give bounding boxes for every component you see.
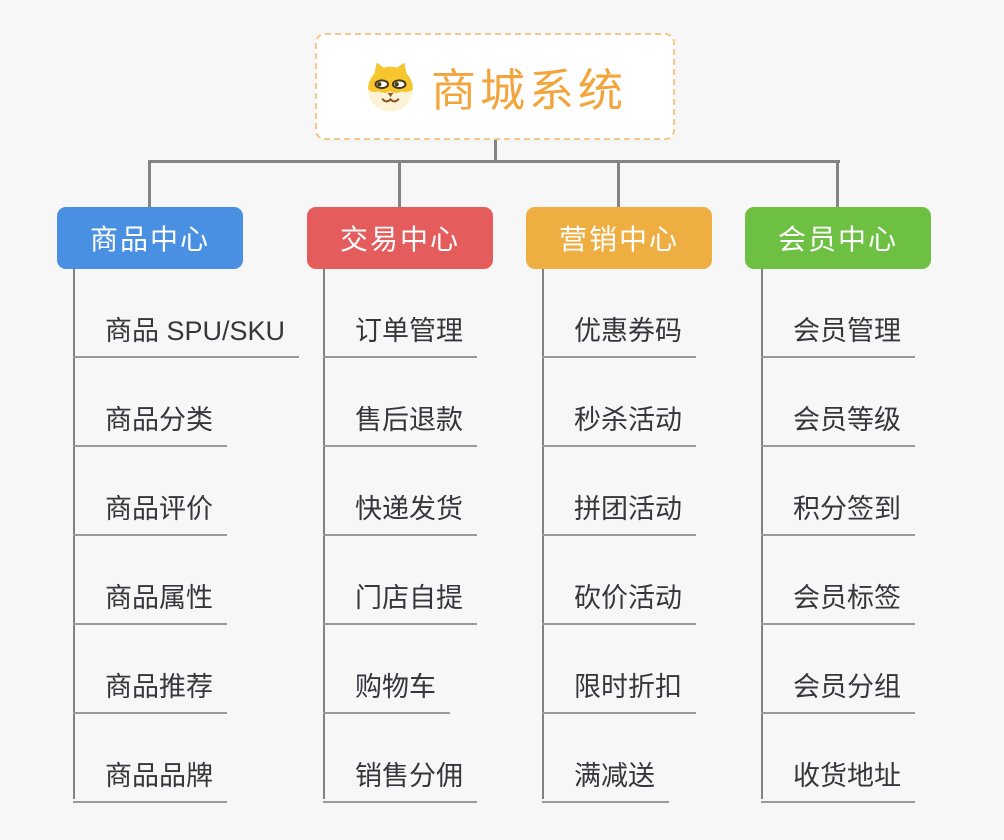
- leaf-topic[interactable]: 限时折扣: [542, 672, 696, 714]
- leaf-topic[interactable]: 售后退款: [323, 405, 477, 447]
- dog-face-icon: [368, 62, 413, 112]
- branch-children-marketing-center: 优惠券码 秒杀活动 拼团活动 砍价活动 限时折扣 满减送: [542, 269, 696, 803]
- root-stem-connector: [494, 140, 497, 161]
- leaf-topic[interactable]: 砍价活动: [542, 583, 696, 625]
- branch-label: 营销中心: [558, 224, 679, 255]
- leaf-topic[interactable]: 商品属性: [73, 583, 227, 625]
- root-node[interactable]: 商城系统: [315, 33, 675, 140]
- leaf-topic[interactable]: 会员等级: [761, 405, 915, 447]
- branch-connector: [836, 160, 839, 208]
- leaf-topic[interactable]: 满减送: [542, 761, 669, 803]
- leaf-topic[interactable]: 订单管理: [323, 316, 477, 358]
- branch-connector: [148, 160, 151, 208]
- leaf-topic[interactable]: 门店自提: [323, 583, 477, 625]
- leaf-topic[interactable]: 会员分组: [761, 672, 915, 714]
- branch-children-trade-center: 订单管理 售后退款 快递发货 门店自提 购物车 销售分佣: [323, 269, 477, 803]
- leaf-topic[interactable]: 商品品牌: [73, 761, 227, 803]
- branch-children-member-center: 会员管理 会员等级 积分签到 会员标签 会员分组 收货地址: [761, 269, 915, 803]
- leaf-topic[interactable]: 拼团活动: [542, 494, 696, 536]
- leaf-topic[interactable]: 商品评价: [73, 494, 227, 536]
- branch-label: 交易中心: [339, 224, 460, 255]
- leaf-topic[interactable]: 会员标签: [761, 583, 915, 625]
- leaf-topic[interactable]: 商品分类: [73, 405, 227, 447]
- horizontal-connector: [149, 160, 840, 163]
- leaf-topic[interactable]: 积分签到: [761, 494, 915, 536]
- leaf-topic[interactable]: 商品推荐: [73, 672, 227, 714]
- branch-label: 商品中心: [89, 224, 210, 255]
- leaf-topic[interactable]: 购物车: [323, 672, 450, 714]
- leaf-topic[interactable]: 快递发货: [323, 494, 477, 536]
- branch-node-product-center[interactable]: 商品中心: [57, 207, 243, 269]
- branch-label: 会员中心: [777, 224, 898, 255]
- branch-node-member-center[interactable]: 会员中心: [745, 207, 931, 269]
- leaf-topic[interactable]: 商品 SPU/SKU: [73, 316, 300, 358]
- leaf-topic[interactable]: 会员管理: [761, 316, 915, 358]
- leaf-topic[interactable]: 收货地址: [761, 761, 915, 803]
- branch-node-trade-center[interactable]: 交易中心: [307, 207, 493, 269]
- branch-connector: [398, 160, 401, 208]
- root-title: 商城系统: [430, 65, 627, 116]
- branch-node-marketing-center[interactable]: 营销中心: [526, 207, 712, 269]
- leaf-topic[interactable]: 优惠券码: [542, 316, 696, 358]
- leaf-topic[interactable]: 销售分佣: [323, 761, 477, 803]
- leaf-topic[interactable]: 秒杀活动: [542, 405, 696, 447]
- branch-children-product-center: 商品 SPU/SKU 商品分类 商品评价 商品属性 商品推荐 商品品牌: [73, 269, 300, 803]
- branch-connector: [617, 160, 620, 208]
